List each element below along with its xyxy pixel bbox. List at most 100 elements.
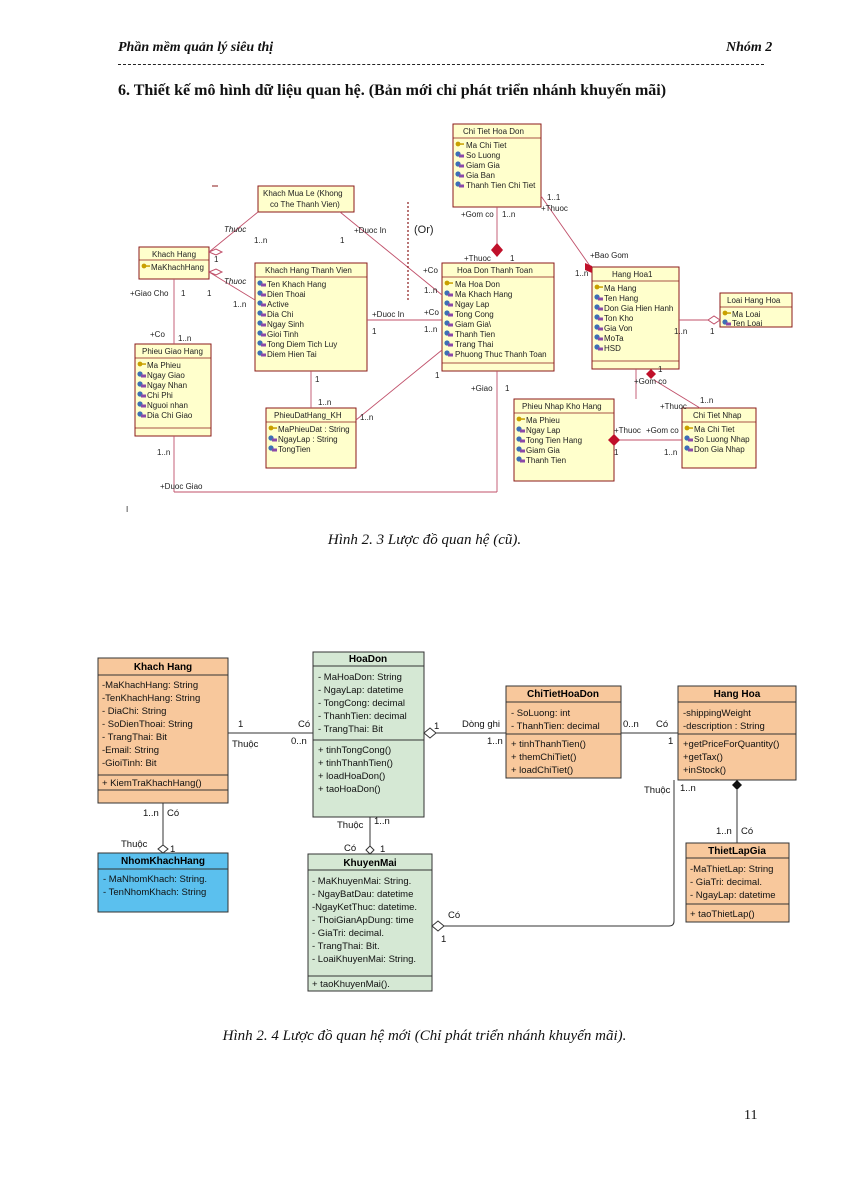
old-attr: Active bbox=[267, 300, 289, 309]
old-attr: Tong Cong bbox=[455, 310, 494, 319]
attr: - ThanhTien: decimal bbox=[318, 711, 407, 722]
chi-tiet-hoa-don-title: ChiTietHoaDon bbox=[527, 689, 599, 700]
old-label: 1 bbox=[315, 375, 320, 384]
rel-label: Thuộc bbox=[644, 785, 671, 796]
old-attr: Thanh Tien bbox=[455, 330, 495, 339]
old-attr: Ten Hang bbox=[604, 294, 638, 303]
rel-label: Có bbox=[741, 826, 753, 837]
section-title: 6. Thiết kế mô hình dữ liệu quan hệ. (Bả… bbox=[118, 82, 667, 99]
attr: - MaKhuyenMai: String. bbox=[312, 876, 411, 887]
entity-nhom-khach-hang: NhomKhachHang - MaNhomKhach: String. - T… bbox=[97, 852, 229, 913]
entity-chi-tiet-hoa-don: ChiTietHoaDon - SoLuong: int - ThanhTien… bbox=[505, 685, 622, 779]
old-attr: Ngay Sinh bbox=[267, 320, 304, 329]
method: + loadChiTiet() bbox=[511, 765, 573, 776]
old-attr: So Luong Nhap bbox=[694, 435, 750, 444]
old-label: +Duoc In bbox=[354, 226, 386, 235]
old-attr: Ngay Giao bbox=[147, 371, 185, 380]
method: + loadHoaDon() bbox=[318, 771, 385, 782]
old-label: 1 bbox=[214, 255, 219, 264]
old-hang-hoa1-title: Hang Hoa1 bbox=[612, 270, 653, 279]
rel-label: 1 bbox=[170, 844, 175, 855]
old-attr: Gia Ban bbox=[466, 171, 495, 180]
old-label: 1..n bbox=[575, 269, 588, 278]
old-attr: Ma Hang bbox=[604, 284, 636, 293]
old-label: Thuoc bbox=[224, 277, 246, 286]
thiet-lap-gia-title: ThietLapGia bbox=[708, 846, 766, 857]
old-attr: Tong Tien Hang bbox=[526, 436, 582, 445]
old-label: 1..n bbox=[502, 210, 515, 219]
method: + themChiTiet() bbox=[511, 752, 576, 763]
old-attr: Nguoi nhan bbox=[147, 401, 188, 410]
rel-label: 1..n bbox=[487, 736, 503, 747]
old-label: +Gom co bbox=[646, 426, 679, 435]
rel-label: 1 bbox=[668, 736, 673, 747]
old-label: +Giao bbox=[471, 384, 493, 393]
rel-label: 1 bbox=[441, 934, 446, 945]
old-attr: Chi Phi bbox=[147, 391, 173, 400]
old-label: 1 bbox=[435, 371, 440, 380]
attr: - LoaiKhuyenMai: String. bbox=[312, 954, 416, 965]
old-khach-hang-title: Khach Hang bbox=[152, 250, 196, 259]
rel-label: Thuộc bbox=[337, 820, 364, 831]
old-attr: Ma Chi Tiet bbox=[694, 425, 735, 434]
attr: -MaKhachHang: String bbox=[102, 680, 198, 691]
aggregation-diamond bbox=[431, 920, 445, 932]
old-label: 1..n bbox=[233, 300, 246, 309]
entity-khuyen-mai: KhuyenMai - MaKhuyenMai: String. - NgayB… bbox=[307, 853, 433, 992]
old-label: +Giao Cho bbox=[130, 289, 169, 298]
rel-label: Thuộc bbox=[232, 739, 259, 750]
old-label: 1..n bbox=[424, 286, 437, 295]
old-label: 1..n bbox=[700, 396, 713, 405]
method: +inStock() bbox=[683, 765, 726, 776]
old-label: (Or) bbox=[414, 224, 434, 236]
old-khtv-title: Khach Hang Thanh Vien bbox=[265, 266, 352, 275]
old-attr: Ngay Nhan bbox=[147, 381, 187, 390]
old-attr: MoTa bbox=[604, 334, 624, 343]
old-label: 1..n bbox=[254, 236, 267, 245]
old-attr: Ma Phieu bbox=[526, 416, 560, 425]
rel-label: Dòng ghi bbox=[462, 719, 500, 730]
attr: - SoLuong: int bbox=[511, 708, 571, 719]
old-attr: So Luong bbox=[466, 151, 500, 160]
attr: -shippingWeight bbox=[683, 708, 751, 719]
old-label: 1 bbox=[614, 448, 619, 457]
entity-thiet-lap-gia: ThietLapGia -MaThietLap: String - GiaTri… bbox=[685, 842, 790, 923]
method: +getPriceForQuantity() bbox=[683, 739, 779, 750]
old-attr: Ten Loai bbox=[732, 319, 762, 328]
header-group: Nhóm 2 bbox=[726, 40, 773, 55]
old-label: 1 bbox=[510, 254, 515, 263]
old-label: +Co bbox=[150, 330, 165, 339]
attr: - TenNhomKhach: String bbox=[103, 887, 206, 898]
old-label: 1..n bbox=[318, 398, 331, 407]
old-phieu-giao-hang-title: Phieu Giao Hang bbox=[142, 347, 203, 356]
old-label: 1 bbox=[181, 289, 186, 298]
rel-khuyenmai-hanghoa bbox=[444, 780, 675, 927]
rel-label: 1 bbox=[434, 721, 439, 732]
figure-new-relational-diagram: Khach Hang -MaKhachHang: String -TenKhac… bbox=[97, 651, 797, 992]
old-attr: Diem Hien Tai bbox=[267, 350, 317, 359]
old-attr: Ma Chi Tiet bbox=[466, 141, 507, 150]
khach-hang-title: Khach Hang bbox=[134, 662, 192, 673]
old-attr: Phuong Thuc Thanh Toan bbox=[455, 350, 547, 359]
attr: - NgayBatDau: datetime bbox=[312, 889, 413, 900]
composition-diamond bbox=[732, 780, 742, 790]
method: + tinhThanhTien() bbox=[318, 758, 393, 769]
attr: - NgayLap: datetime bbox=[690, 890, 776, 901]
rel-label: 0..n bbox=[291, 736, 307, 747]
attr: -MaThietLap: String bbox=[690, 864, 773, 875]
rel-label: 1..n bbox=[143, 808, 159, 819]
old-label: 1 bbox=[340, 236, 345, 245]
attr: -description : String bbox=[683, 721, 765, 732]
page-number: 11 bbox=[744, 1108, 758, 1123]
header-divider bbox=[118, 64, 764, 65]
hang-hoa-title: Hang Hoa bbox=[714, 689, 761, 700]
method: + KiemTraKhachHang() bbox=[102, 778, 202, 789]
old-phieu-dat-hang-title: PhieuDatHang_KH bbox=[274, 411, 342, 420]
old-label: +Gom co bbox=[461, 210, 494, 219]
old-label: 1..1 bbox=[547, 193, 561, 202]
old-label: 1 bbox=[372, 327, 377, 336]
attr: - TrangThai: Bit. bbox=[312, 941, 380, 952]
old-attr: Ngay Lap bbox=[455, 300, 490, 309]
old-attr: Ma Phieu bbox=[147, 361, 181, 370]
old-chi-tiet-nhap-title: Chi Tiet Nhap bbox=[693, 411, 742, 420]
